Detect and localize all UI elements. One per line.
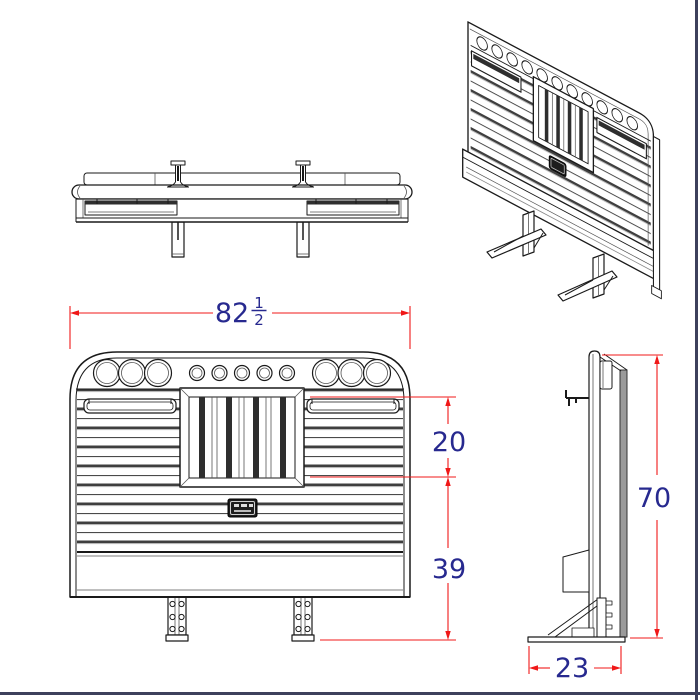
side-lower-box	[562, 549, 590, 593]
front-leg-left	[165, 596, 189, 642]
dim-width-whole: 82	[215, 298, 249, 329]
side-hook-bracket	[565, 390, 589, 406]
isometric-right-tube	[652, 135, 661, 295]
dim-width-fraction-denominator: 2	[254, 311, 264, 329]
isometric-light-holes	[476, 36, 638, 131]
side-base	[527, 597, 626, 643]
dimension-base-depth: 23	[528, 646, 622, 684]
top-view-bracket-left	[167, 160, 189, 188]
top-view-frame-band	[75, 198, 409, 223]
front-window	[179, 387, 305, 488]
front-leg-right	[291, 596, 315, 642]
dimension-overall-height: 70	[602, 354, 671, 639]
front-lightbar-left	[83, 398, 177, 414]
dim-overall-height-value: 70	[637, 483, 671, 514]
front-view: 82 1 2 20 39	[69, 294, 466, 642]
isometric-view	[462, 21, 662, 302]
top-view-lightbar-right	[306, 199, 400, 216]
dimension-overall-width: 82 1 2	[69, 294, 411, 349]
isometric-lightbar-left	[471, 50, 522, 93]
top-view-bracket-right	[292, 160, 314, 188]
dim-width-fraction-numerator: 1	[254, 294, 264, 312]
front-light-holes	[92, 358, 392, 388]
dim-window-height-value: 20	[432, 427, 466, 458]
dimension-window-height: 20	[310, 396, 466, 478]
isometric-bottom-rail	[462, 148, 656, 281]
side-panel-back	[619, 369, 628, 638]
front-logo-plate	[227, 498, 258, 518]
side-base-plate	[527, 636, 626, 643]
isometric-leg-right	[557, 253, 618, 302]
isometric-panel	[462, 21, 662, 300]
dim-base-depth-value: 23	[555, 653, 589, 684]
side-upright-tube	[588, 350, 601, 640]
front-lightbar-right	[306, 398, 400, 414]
dimension-lower-height: 39	[320, 477, 466, 641]
side-lightbar	[599, 360, 613, 390]
isometric-leg-left	[486, 210, 547, 259]
top-view-upper-band	[83, 172, 401, 186]
isometric-logo-plate	[548, 155, 567, 177]
dim-lower-height-value: 39	[432, 554, 466, 585]
top-view-lightbar-left	[84, 199, 178, 216]
isometric-lightbar-right	[596, 116, 647, 160]
top-view-leg-left	[171, 221, 185, 258]
top-view-leg-right	[296, 221, 310, 258]
side-view: 70 23	[527, 350, 671, 684]
top-view-top-tube	[71, 184, 413, 200]
top-view	[71, 160, 413, 258]
isometric-window	[532, 75, 595, 174]
